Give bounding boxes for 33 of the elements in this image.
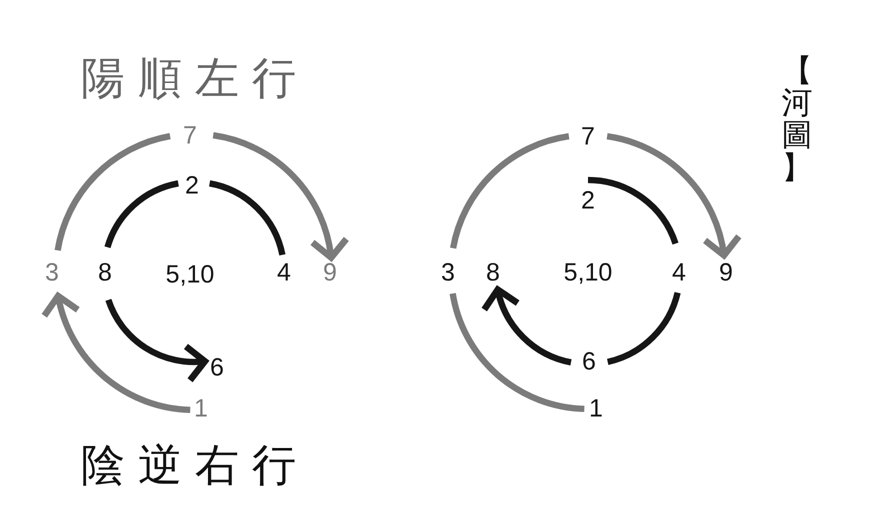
heading: 陰逆右行 <box>81 444 296 488</box>
number-label: 8 <box>98 260 112 286</box>
curved-line <box>208 180 286 256</box>
number-label: 5,10 <box>564 260 612 286</box>
number-label: 5,10 <box>166 262 214 288</box>
curved-line <box>588 176 678 245</box>
curved-arrow <box>105 298 208 383</box>
number-label: 9 <box>323 260 337 286</box>
number-label: 9 <box>719 260 733 286</box>
number-label: 3 <box>441 260 455 286</box>
number-label: 2 <box>185 174 199 198</box>
number-label: 3 <box>45 260 59 286</box>
curved-line <box>450 292 585 412</box>
number-label: 7 <box>183 124 197 148</box>
number-label: 6 <box>582 350 596 374</box>
curved-line <box>450 133 570 249</box>
curved-line <box>104 180 180 248</box>
number-label: 4 <box>672 260 686 286</box>
curved-arrow <box>606 133 741 259</box>
number-label: 1 <box>194 396 208 422</box>
number-label: 8 <box>486 260 500 286</box>
curved-arrow <box>42 292 190 414</box>
curved-arrow <box>212 132 348 261</box>
title: 【河圖】 <box>781 55 813 184</box>
number-label: 4 <box>277 260 291 286</box>
number-label: 7 <box>581 124 595 150</box>
curved-line <box>54 133 171 252</box>
curved-arrow <box>482 286 572 366</box>
number-label: 6 <box>210 356 224 380</box>
heading: 陽順左行 <box>81 57 296 101</box>
number-label: 2 <box>581 188 595 214</box>
curved-line <box>606 292 681 365</box>
number-label: 1 <box>589 396 603 422</box>
